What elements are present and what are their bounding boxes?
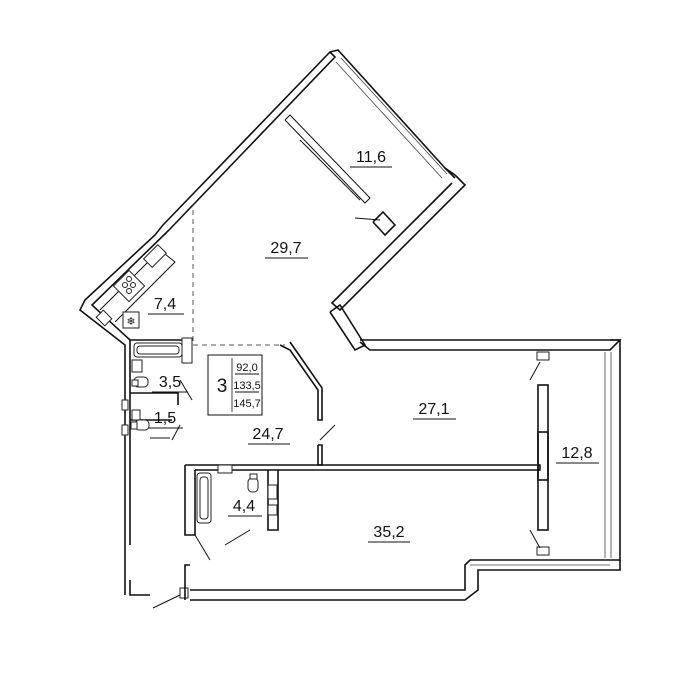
door-swing-bath2 (194, 534, 211, 561)
wall-bath-bottom (130, 392, 179, 405)
wall-ne-window (329, 49, 456, 176)
wall-bath2-west (184, 465, 196, 536)
column-top (536, 351, 550, 361)
area-label-kitchen: 7,4 (154, 296, 176, 313)
wall-hall-angle (279, 341, 323, 421)
wall-south-east (190, 560, 621, 601)
partition-loggia-solid (537, 431, 549, 481)
bath2-tank (249, 473, 258, 480)
partition-loggia (537, 384, 549, 531)
door-swing-toilet (171, 424, 181, 441)
partition-bedroom (284, 114, 371, 204)
bath2-riser-2 (267, 504, 278, 516)
bath2-toilet (247, 477, 259, 493)
door-swing-loggia-top (529, 361, 541, 381)
total-area: 133,5 (233, 380, 261, 392)
bath2-sink (217, 464, 233, 474)
summary-box-frame (207, 354, 263, 416)
area-label-bedroom-north: 11,6 (356, 149, 386, 166)
burner-4 (126, 288, 132, 294)
bath-tank (131, 379, 139, 387)
wall-bath2-east (267, 470, 279, 531)
wall-west-inner (90, 229, 170, 545)
wall-segments (78, 49, 622, 609)
partition-inner (299, 139, 361, 201)
kitchen-stove (112, 269, 146, 303)
area-label-hall: 24,7 (252, 426, 283, 443)
wall-connector (329, 303, 367, 352)
bathtub-2-inner (199, 476, 209, 520)
living-area: 92,0 (236, 362, 257, 374)
area-label-bedroom-east: 27,1 (418, 401, 449, 418)
area-label-bathroom-2: 4,4 (233, 498, 255, 515)
riser-2 (121, 424, 129, 436)
window-ne (335, 61, 443, 179)
fixtures: ❄ (95, 243, 278, 524)
door-swing-bath (179, 379, 193, 401)
area-label-living-room: 29,7 (270, 240, 301, 257)
kitchen-appliance (95, 309, 113, 327)
wall-south-east-inner (190, 559, 610, 591)
wall-corner (444, 167, 456, 179)
wall-far-east (610, 339, 621, 561)
burner-3 (126, 276, 132, 282)
wall-mid-horizontal (185, 464, 541, 471)
burner-2 (130, 282, 136, 288)
area-labels: 11,6 29,7 7,4 3,5 1,5 24,7 27,1 12,8 4,4… (148, 149, 599, 543)
wall-nw-wing (162, 50, 337, 231)
door-swing-bath2-b (224, 529, 251, 546)
toilet-sink (131, 409, 141, 421)
wall-north-east (359, 339, 622, 351)
area-label-loggia: 12,8 (561, 445, 592, 462)
wall-west-entry (129, 580, 150, 596)
total-area-with-balcony: 145,7 (233, 398, 261, 410)
rooms-count: 3 (217, 376, 228, 397)
entry-door-swing (152, 594, 181, 609)
window-ne-2 (340, 57, 448, 175)
area-label-toilet: 1,5 (154, 410, 176, 427)
area-label-bedroom-south: 35,2 (373, 524, 404, 541)
door-swing-bedroom (354, 217, 381, 221)
door-swing-hall (319, 424, 336, 441)
bathtub-inner (136, 345, 180, 355)
area-label-bathroom: 3,5 (159, 374, 181, 391)
bath-wall-stub (181, 337, 193, 364)
wall-east-wing (330, 174, 467, 312)
burner-1 (122, 282, 128, 288)
wall-stub-hall (317, 444, 323, 466)
bath-sink (131, 359, 143, 373)
wall-west-outer (78, 224, 164, 595)
toilet-tank (130, 421, 138, 430)
fridge (122, 311, 140, 329)
summary-box: 3 92,0 133,5 145,7 (207, 354, 263, 416)
entry-door-post (179, 587, 189, 599)
snowflake-icon: ❄ (126, 316, 135, 328)
wall-stub (372, 210, 397, 237)
riser-1 (121, 399, 129, 411)
bath2-riser (267, 484, 278, 500)
wall-entry-post (184, 564, 190, 600)
column-bottom (536, 546, 550, 556)
door-swing-loggia-bottom (529, 529, 541, 549)
kitchen-sink (142, 243, 168, 269)
